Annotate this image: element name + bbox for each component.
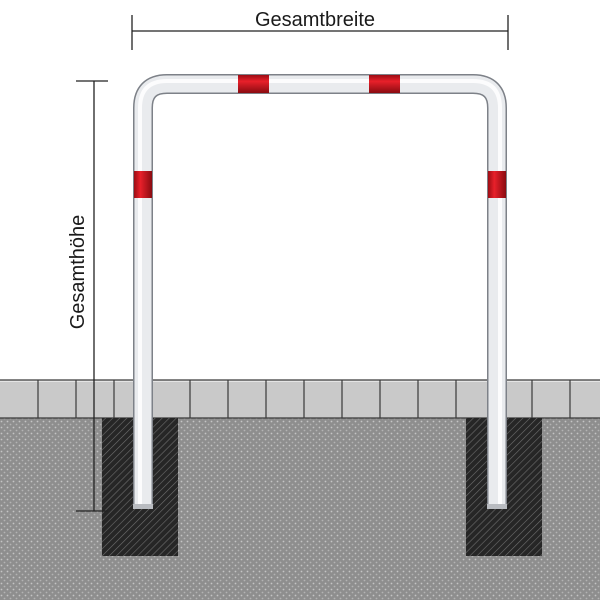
red-stripe-top-right: [369, 75, 400, 93]
paver-row: [0, 379, 600, 419]
pipe-end-right: [487, 504, 507, 509]
height-dimension: [76, 80, 108, 512]
total-width-label: Gesamtbreite: [255, 9, 375, 31]
width-dimension: [131, 15, 509, 50]
red-stripe-left-post: [134, 171, 152, 198]
red-stripe-top-left: [238, 75, 269, 93]
total-height-label: Gesamthöhe: [67, 215, 89, 330]
pipe-end-left: [133, 504, 153, 509]
red-stripe-right-post: [488, 171, 506, 198]
pipe-barrier: [133, 74, 507, 509]
